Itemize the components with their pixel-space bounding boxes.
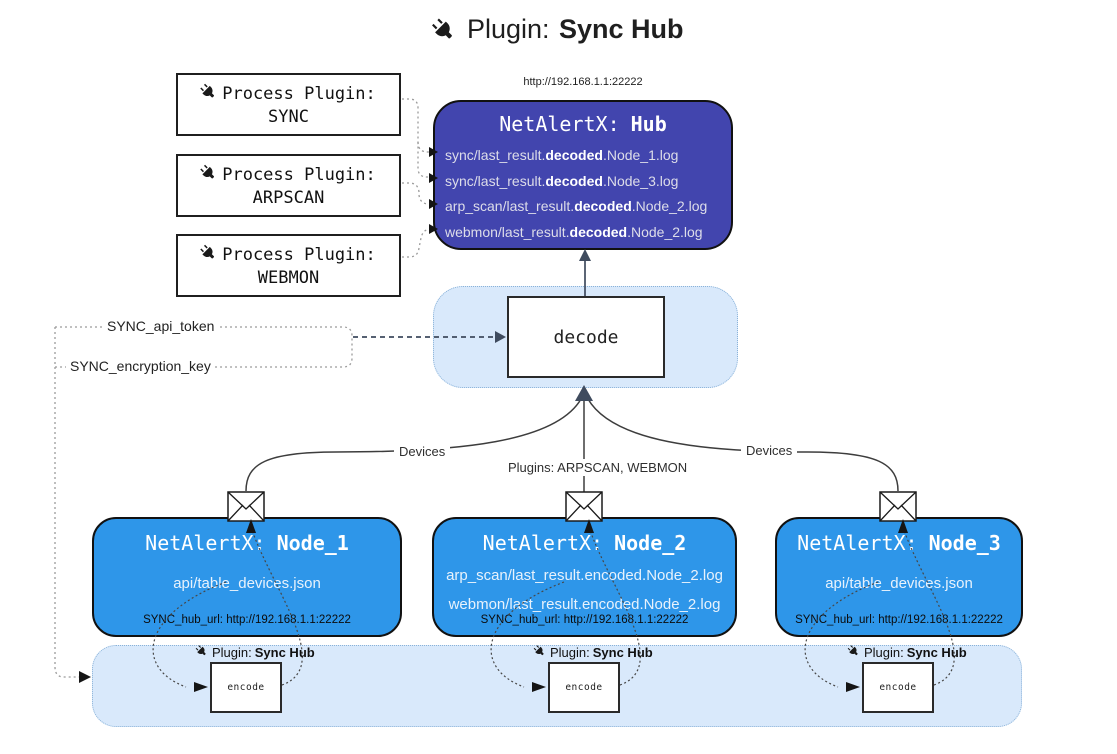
plug-icon — [196, 160, 225, 189]
decode-box: decode — [507, 296, 665, 378]
node-box-node-1: NetAlertX:Node_1 api/table_devices.json … — [92, 517, 402, 637]
node-hub-url: SYNC_hub_url: http://192.168.1.1:22222 — [795, 614, 1003, 626]
node-files: arp_scan/last_result.encoded.Node_2.log … — [434, 561, 735, 619]
hub-title-prefix: NetAlertX: — [499, 112, 620, 136]
hub-log-row: arp_scan/last_result.decoded.Node_2.log — [445, 198, 708, 214]
hub-log-row: sync/last_result.decoded.Node_3.log — [445, 172, 679, 189]
node-file: arp_scan/last_result.encoded.Node_2.log — [446, 567, 723, 584]
plugin-sync-hub-label-2: Plugin:Sync Hub — [533, 644, 653, 660]
node-hub-url: SYNC_hub_url: http://192.168.1.1:22222 — [143, 614, 351, 626]
page-title: Plugin: Sync Hub — [0, 14, 1117, 49]
node-file: api/table_devices.json — [825, 575, 973, 592]
hub-log-rows: sync/last_result.decoded.Node_1.log sync… — [435, 143, 731, 245]
plug-icon — [530, 642, 551, 663]
title-label: Plugin: — [466, 14, 550, 44]
plug-icon — [426, 12, 468, 54]
hub-url-label: http://192.168.1.1:22222 — [523, 76, 643, 88]
key-label-api-token: SYNC_api_token — [103, 318, 219, 334]
encode-box-node-3: encode — [862, 662, 934, 713]
process-plugin-name: WEBMON — [257, 268, 320, 288]
node-title: NetAlertX:Node_3 — [797, 531, 1001, 555]
process-plugin-label: Process Plugin: — [222, 83, 376, 104]
plug-icon — [196, 79, 225, 108]
node-file: api/table_devices.json — [173, 575, 321, 592]
node-title: NetAlertX:Node_1 — [145, 531, 349, 555]
plugin-sync-hub-label-3: Plugin:Sync Hub — [847, 644, 967, 660]
node-hub-url: SYNC_hub_url: http://192.168.1.1:22222 — [480, 614, 689, 626]
process-plugin-name: SYNC — [268, 107, 309, 127]
hub-box: NetAlertX: Hub sync/last_result.decoded.N… — [433, 100, 733, 250]
plug-icon — [192, 642, 213, 663]
node-box-node-2: NetAlertX:Node_2 arp_scan/last_result.en… — [432, 517, 737, 637]
hub-log-row: webmon/last_result.decoded.Node_2.log — [445, 223, 703, 240]
edge-label-devices-left: Devices — [394, 443, 451, 460]
node-title: NetAlertX:Node_2 — [482, 531, 687, 555]
key-label-encryption-key: SYNC_encryption_key — [66, 358, 215, 374]
process-plugin-label: Process Plugin: — [222, 244, 376, 265]
process-plugin-box-arpscan: Process Plugin: ARPSCAN — [176, 154, 401, 217]
node-files: api/table_devices.json — [94, 569, 400, 598]
process-plugin-box-sync: Process Plugin: SYNC — [176, 73, 401, 136]
plug-icon — [196, 240, 225, 269]
node-box-node-3: NetAlertX:Node_3 api/table_devices.json … — [775, 517, 1023, 637]
hub-log-row: sync/last_result.decoded.Node_1.log — [445, 147, 679, 163]
process-plugin-box-webmon: Process Plugin: WEBMON — [176, 234, 401, 297]
plug-icon — [844, 642, 865, 663]
hub-title-name: Hub — [630, 112, 667, 136]
process-plugin-name: ARPSCAN — [252, 188, 325, 208]
process-plugin-label: Process Plugin: — [222, 164, 376, 185]
encode-box-node-2: encode — [548, 662, 620, 713]
encode-box-node-1: encode — [210, 662, 282, 713]
node-files: api/table_devices.json — [777, 569, 1021, 598]
edge-label-devices-right: Devices — [741, 442, 798, 459]
edge-label-plugins: Plugins: ARPSCAN, WEBMON — [503, 459, 693, 476]
hub-title: NetAlertX: Hub — [435, 112, 731, 136]
plugin-sync-hub-label-1: Plugin:Sync Hub — [195, 644, 315, 660]
title-name: Sync Hub — [558, 14, 684, 44]
